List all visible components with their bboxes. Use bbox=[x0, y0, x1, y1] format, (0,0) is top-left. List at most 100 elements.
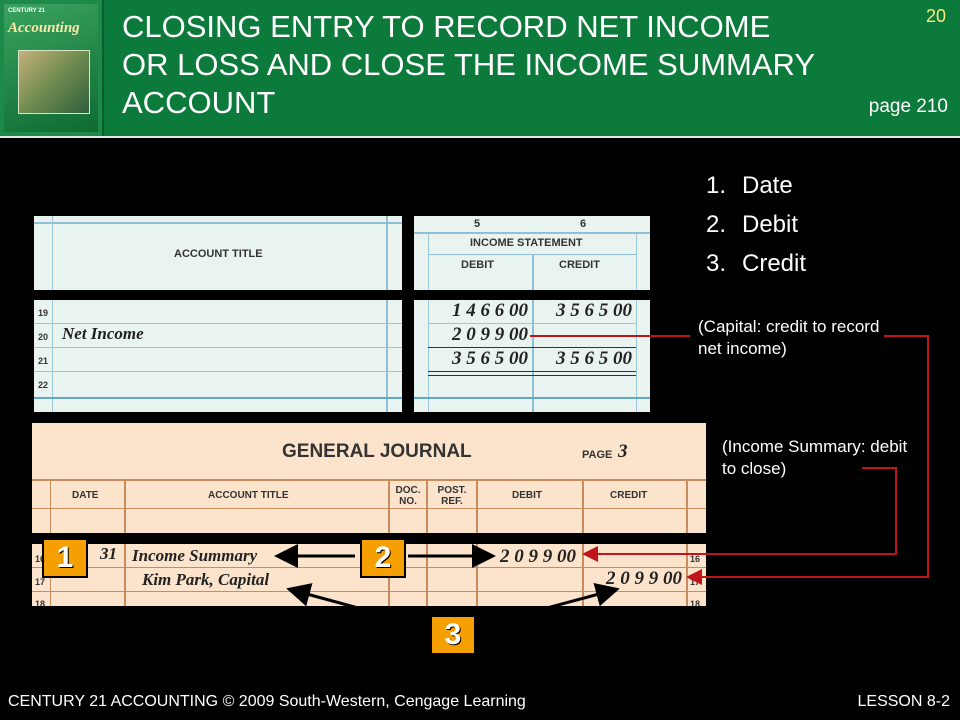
red-arrow-to-debit-amount bbox=[582, 467, 897, 562]
divider bbox=[428, 371, 636, 372]
worksheet-debit-total: 3 5 6 5 00 bbox=[452, 348, 528, 369]
divider bbox=[582, 544, 584, 606]
net-income-label: Net Income bbox=[62, 324, 144, 343]
account-title-header: ACCOUNT TITLE bbox=[174, 248, 263, 260]
line-number: 22 bbox=[38, 380, 49, 390]
date-header: DATE bbox=[72, 490, 99, 501]
worksheet-credit-value: 3 5 6 5 00 bbox=[556, 300, 632, 321]
credit-amount: 2 0 9 9 00 bbox=[606, 568, 682, 589]
worksheet-header-left: ACCOUNT TITLE bbox=[34, 216, 402, 290]
divider bbox=[686, 479, 688, 533]
page-reference: page 210 bbox=[868, 96, 948, 117]
line-number: 16 bbox=[35, 554, 46, 564]
steps-list: 1. Date 2. Debit 3.Credit bbox=[706, 172, 806, 289]
book-series: CENTURY 21 bbox=[8, 8, 46, 14]
credit-header: CREDIT bbox=[610, 490, 648, 501]
line-number: 21 bbox=[38, 356, 49, 366]
divider bbox=[124, 544, 126, 606]
debit-amount: 2 0 9 9 00 bbox=[500, 546, 576, 567]
step-label: Credit bbox=[742, 250, 807, 277]
divider bbox=[34, 371, 402, 372]
journal-page-label: PAGE bbox=[582, 449, 613, 461]
step-badge-3: 3 bbox=[430, 615, 476, 655]
line-number: 17 bbox=[35, 577, 46, 587]
slide-number: 20 bbox=[925, 6, 946, 26]
divider bbox=[414, 232, 650, 234]
line-number: 18 bbox=[690, 599, 701, 606]
divider bbox=[34, 347, 402, 348]
line-number: 16 bbox=[690, 554, 701, 564]
slide-title: CLOSING ENTRY TO RECORD NET INCOME OR LO… bbox=[122, 9, 815, 120]
divider bbox=[636, 300, 637, 412]
footer-copyright: CENTURY 21 ACCOUNTING © 2009 South-Weste… bbox=[8, 693, 526, 710]
income-statement-header: INCOME STATEMENT bbox=[470, 237, 583, 249]
line-number: 18 bbox=[35, 599, 46, 606]
step-badge-1: 1 bbox=[42, 538, 88, 578]
debit-header: DEBIT bbox=[512, 490, 542, 501]
footer-lesson: LESSON 8-2 bbox=[857, 693, 950, 710]
debit-header: DEBIT bbox=[461, 259, 494, 271]
step-item: 2. Debit bbox=[706, 211, 806, 250]
capital-note: (Capital: credit to record net income) bbox=[698, 317, 880, 358]
divider bbox=[476, 479, 478, 533]
step-item: 1. Date bbox=[706, 172, 806, 211]
credit-account: Kim Park, Capital bbox=[142, 570, 270, 589]
divider bbox=[34, 397, 402, 399]
debit-account: Income Summary bbox=[132, 546, 258, 565]
income-summary-note: (Income Summary: debit to close) bbox=[722, 437, 908, 478]
divider bbox=[52, 300, 53, 412]
worksheet-credit-total: 3 5 6 5 00 bbox=[556, 348, 632, 369]
divider bbox=[386, 216, 388, 290]
worksheet-body-left: 19 20 21 22 Net Income bbox=[34, 300, 402, 412]
doc-no-header: DOC. NO. bbox=[395, 485, 421, 507]
line-number: 19 bbox=[38, 308, 49, 318]
step-number: 1. bbox=[706, 172, 727, 199]
divider bbox=[428, 375, 636, 376]
journal-page-number: 3 bbox=[618, 441, 628, 462]
divider bbox=[388, 479, 390, 533]
header-bar bbox=[0, 0, 960, 136]
divider bbox=[532, 254, 534, 290]
red-arrow-to-credit-amount bbox=[686, 335, 929, 585]
line-number: 20 bbox=[38, 332, 49, 342]
divider bbox=[532, 300, 534, 412]
divider bbox=[414, 397, 650, 399]
divider bbox=[428, 234, 429, 290]
credit-header: CREDIT bbox=[559, 259, 600, 271]
post-ref-header: POST. REF. bbox=[437, 485, 467, 507]
entry-day: 31 bbox=[100, 544, 117, 563]
worksheet-header-right: 5 6 INCOME STATEMENT DEBIT CREDIT bbox=[414, 216, 650, 290]
book-title: Accounting bbox=[8, 20, 80, 36]
step-item: 3.Credit bbox=[706, 250, 806, 289]
divider bbox=[428, 300, 429, 412]
step-number: 2. bbox=[706, 211, 727, 238]
divider bbox=[34, 222, 402, 224]
step-label: Debit bbox=[742, 211, 799, 238]
header-divider bbox=[0, 136, 960, 138]
step-label: Date bbox=[742, 172, 793, 199]
divider bbox=[426, 479, 428, 533]
footer: CENTURY 21 ACCOUNTING © 2009 South-Weste… bbox=[0, 690, 960, 720]
step-badge-2: 2 bbox=[360, 538, 406, 578]
divider bbox=[426, 544, 428, 606]
journal-title: GENERAL JOURNAL bbox=[282, 441, 472, 462]
book-cover-photo bbox=[18, 50, 90, 114]
worksheet-net-income-value: 2 0 9 9 00 bbox=[452, 324, 528, 345]
arrow-to-capital-account bbox=[286, 583, 433, 630]
general-journal-header: GENERAL JOURNAL PAGE 3 DATE ACCOUNT TITL… bbox=[32, 423, 706, 533]
divider bbox=[32, 591, 706, 592]
divider bbox=[428, 323, 636, 324]
divider bbox=[32, 479, 706, 481]
column-number: 6 bbox=[580, 218, 587, 230]
arrow-to-credit-amount bbox=[471, 583, 620, 630]
divider bbox=[636, 234, 637, 290]
worksheet-debit-value: 1 4 6 6 00 bbox=[452, 300, 528, 321]
divider bbox=[32, 508, 706, 509]
worksheet-body-right: 1 4 6 6 00 3 5 6 5 00 2 0 9 9 00 3 5 6 5… bbox=[414, 300, 650, 412]
divider bbox=[386, 300, 388, 412]
book-cover-image: CENTURY 21 Accounting bbox=[0, 0, 104, 136]
divider bbox=[582, 479, 584, 533]
divider bbox=[50, 479, 51, 533]
divider bbox=[476, 544, 478, 606]
